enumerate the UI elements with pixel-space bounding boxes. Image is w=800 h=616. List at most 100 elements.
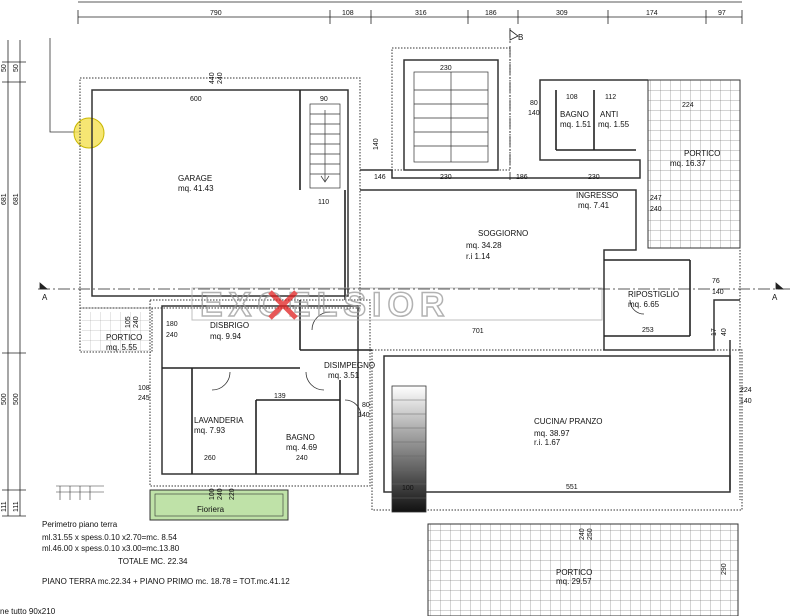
interior-walls — [162, 90, 691, 474]
watermark-brand: EXCELSIOR — [200, 286, 450, 324]
top-dim-3: 316 — [415, 10, 427, 17]
room-soggiorno-area: mq. 34.28 — [466, 241, 502, 250]
room-disbrigo-area: mq. 9.94 — [210, 332, 242, 341]
room-lavanderia-area: mq. 7.93 — [194, 426, 226, 435]
room-ripostiglio-area: mq. 6.65 — [628, 300, 660, 309]
room-ingresso-name: INGRESSO — [576, 191, 618, 200]
room-ingresso-area: mq. 7.41 — [578, 201, 610, 210]
railing-symbol — [56, 485, 104, 500]
dim-label: 80 — [362, 402, 370, 409]
room-garage-name: GARAGE — [178, 174, 212, 183]
notes-perimeter-title: Perimetro piano terra — [42, 520, 118, 529]
top-dim-4: 186 — [485, 10, 497, 17]
dim-label: 290 — [721, 563, 728, 575]
portico-s-hatch — [427, 523, 739, 616]
left-dim-5: 500 — [1, 393, 8, 405]
dim-label: 40 — [721, 328, 728, 336]
dim-label: 108 — [138, 385, 150, 392]
room-portico-s-name: PORTICO — [556, 568, 592, 577]
room-portico-ne-area: mq. 16.37 — [670, 159, 706, 168]
left-dim-1: 50 — [1, 64, 8, 72]
notes-total: TOTALE MC. 22.34 — [118, 557, 188, 566]
section-line-b — [509, 28, 519, 180]
dim-label: 108 — [566, 94, 578, 101]
room-cucina-name: CUCINA/ PRANZO — [534, 417, 602, 426]
dim-label: 224 — [682, 102, 694, 109]
dim-label: 139 — [274, 393, 286, 400]
tower-stairs — [413, 71, 489, 163]
dim-label: 80 — [530, 100, 538, 107]
section-mark-a-left: A — [42, 293, 48, 302]
left-dim-4: 681 — [13, 193, 20, 205]
notes-line-1: ml.31.55 x spess.0.10 x2.70=mc. 8.54 — [42, 533, 178, 542]
dim-label: 90 — [320, 96, 328, 103]
interior-dimensions: 600 90 230 108 112 224 146 230 186 230 2… — [125, 65, 752, 575]
room-bagno-area: mq. 4.69 — [286, 443, 318, 452]
top-dim-1: 790 — [210, 10, 222, 17]
fioriera-box — [149, 489, 289, 521]
top-dim-7: 97 — [718, 10, 726, 17]
left-dim-2: 50 — [13, 64, 20, 72]
watermark-x-icon — [268, 290, 298, 320]
exterior-walls — [79, 47, 743, 511]
dim-label: 250 — [587, 528, 594, 540]
dim-label: 146 — [374, 174, 386, 181]
dim-label: 230 — [440, 174, 452, 181]
room-anti-name: ANTI — [600, 110, 618, 119]
room-fioriera-name: Fioriera — [197, 505, 225, 514]
dim-label: 230 — [440, 65, 452, 72]
room-cucina-ri: r.i. 1.67 — [534, 438, 561, 447]
dim-label: 701 — [472, 328, 484, 335]
top-dim-6: 174 — [646, 10, 658, 17]
dim-label: 551 — [566, 484, 578, 491]
highlight-marker — [49, 38, 105, 149]
door-swings — [211, 299, 645, 417]
dim-label: 240 — [579, 528, 586, 540]
room-portico-w-name: PORTICO — [106, 333, 142, 342]
dim-label: 253 — [642, 327, 654, 334]
dim-label: 110 — [318, 199, 329, 206]
room-bagno-top-area: mq. 1.51 — [560, 120, 592, 129]
room-soggiorno-ri: r.i 1.14 — [466, 252, 491, 261]
dim-label: 112 — [605, 94, 616, 101]
top-dim-2: 108 — [342, 10, 354, 17]
dim-label: 247 — [650, 195, 662, 202]
dim-label: 76 — [712, 278, 720, 285]
left-dimension-chain — [2, 40, 26, 517]
dim-label: 140 — [373, 138, 380, 150]
left-dim-6: 500 — [13, 393, 20, 405]
notes-line-2: ml.46.00 x spess.0.10 x3.00=mc.13.80 — [42, 544, 180, 553]
dim-label: 240 — [296, 455, 308, 462]
room-cucina-area: mq. 38.97 — [534, 429, 570, 438]
top-dimension-labels: 790 108 316 186 309 174 97 — [210, 10, 726, 17]
room-disimpegno-area: mq. 3.51 — [328, 371, 360, 380]
room-bagno-name: BAGNO — [286, 433, 315, 442]
dim-label: 105 — [125, 316, 132, 328]
room-labels: GARAGE mq. 41.43 BAGNO mq. 1.51 ANTI mq.… — [106, 110, 720, 586]
section-line-a — [38, 282, 790, 290]
top-dimension-chain — [77, 1, 743, 24]
dim-label: 140 — [740, 398, 752, 405]
notes-summary: PIANO TERRA mc.22.34 + PIANO PRIMO mc. 1… — [42, 577, 290, 586]
room-garage-area: mq. 41.43 — [178, 184, 214, 193]
dim-label: 240 — [166, 332, 178, 339]
dim-label: 140 — [358, 412, 370, 419]
left-dim-8: 111 — [13, 501, 20, 512]
room-anti-area: mq. 1.55 — [598, 120, 630, 129]
dim-label: 17 — [711, 328, 718, 336]
room-soggiorno-name: SOGGIORNO — [478, 229, 528, 238]
dim-label: 230 — [588, 174, 600, 181]
room-disimpegno-name: DISIMPEGNO — [324, 361, 375, 370]
notes-bottom-cut: ne tutto 90x210 — [0, 607, 56, 616]
dim-label: 140 — [712, 289, 724, 296]
dim-label: 240 — [217, 72, 224, 84]
dim-label: 240 — [133, 316, 140, 328]
section-mark-b: B — [518, 33, 523, 42]
excelsior-watermark: EXCELSIOR — [191, 285, 603, 325]
room-ripostiglio-name: RIPOSTIGLIO — [628, 290, 679, 299]
dim-label: 600 — [190, 96, 202, 103]
room-disbrigo-name: DISBRIGO — [210, 321, 249, 330]
dim-label: 140 — [528, 110, 540, 117]
dim-label: 180 — [166, 321, 178, 328]
